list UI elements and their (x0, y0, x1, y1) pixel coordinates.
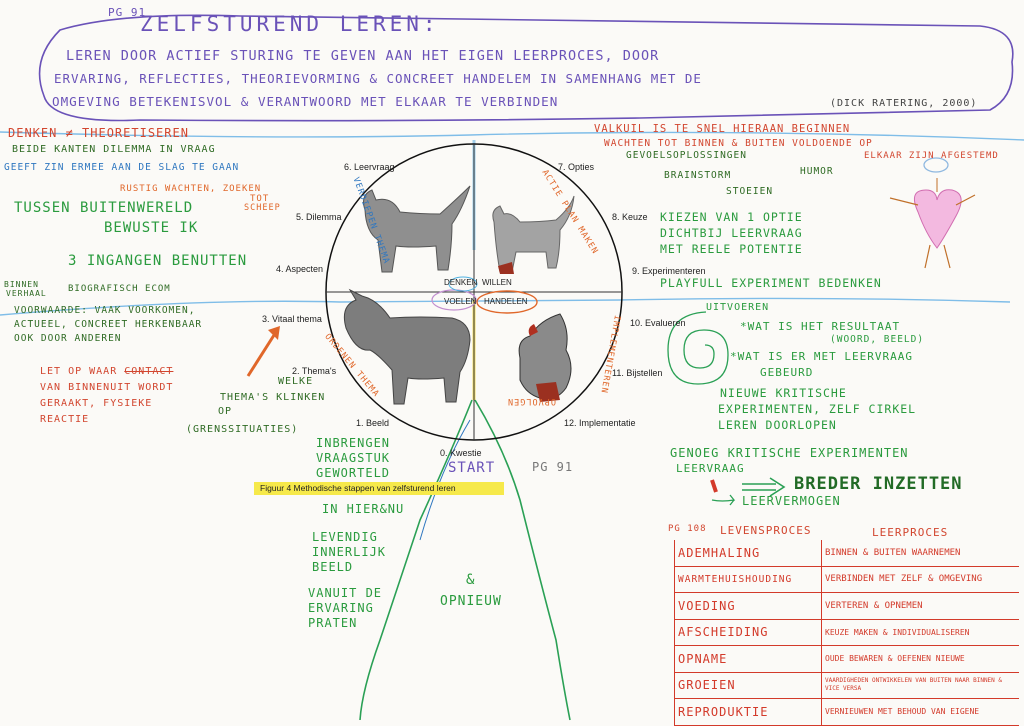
table-cell: ADEMHALING (675, 540, 822, 566)
opnieuw-label: OPNIEUW (440, 594, 502, 609)
breder-label: BREDER INZETTEN (794, 474, 963, 494)
step-1: 1. Beeld (356, 418, 389, 428)
nieuwe-line-2: EXPERIMENTEN, ZELF CIRKEL (718, 402, 916, 416)
figure-caption: Figuur 4 Methodische stappen van zelfstu… (254, 482, 504, 495)
wat-line-1: *WAT IS HET RESULTAAT (740, 320, 900, 333)
quadrant-handelen: HANDELEN (484, 297, 528, 306)
playfull-label: PLAYFULL EXPERIMENT BEDENKEN (660, 276, 882, 290)
nieuwe-line-3: LEREN DOORLOPEN (718, 418, 837, 432)
step-5: 5. Dilemma (296, 212, 342, 222)
table-cell: AFSCHEIDING (675, 619, 822, 646)
step-10: 10. Evalueren (630, 318, 686, 328)
genoeg-line-2: LEERVRAAG (676, 462, 745, 475)
wat-line-4: GEBEURD (760, 366, 813, 379)
rooster-figure-icon (519, 314, 571, 402)
step-2: 2. Thema's (292, 366, 336, 376)
valkuil-line-2: WACHTEN TOT BINNEN & BUITEN VOLDOENDE OP (604, 138, 873, 149)
table-cell: VOEDING (675, 593, 822, 620)
valkuil-line-1: VALKUIL IS TE SNEL HIERAAN BEGINNEN (594, 123, 850, 135)
wat-line-3: *WAT IS ER MET LEERVRAAG (730, 350, 913, 363)
table-cell: OUDE BEWAREN & OEFENEN NIEUWE (822, 646, 1020, 673)
quadrant-willen: WILLEN (482, 278, 512, 287)
step-9: 9. Experimenteren (632, 266, 706, 276)
kiezen-line-2: DICHTBIJ LEERVRAAG (660, 226, 803, 240)
step-6: 6. Leervraag (344, 162, 395, 172)
step-7: 7. Opties (558, 162, 594, 172)
stoeien-label: STOEIEN (726, 186, 773, 197)
nieuwe-line-1: NIEUWE KRITISCHE (720, 386, 847, 400)
table-cell: VAARDIGHEDEN ONTWIKKELEN VAN BUITEN NAAR… (822, 672, 1020, 699)
arc-label-opvolgen: OPVOLGEN (507, 396, 556, 406)
table-cell: VERTEREN & OPNEMEN (822, 593, 1020, 620)
table-cell: OPNAME (675, 646, 822, 673)
kiezen-line-3: MET REELE POTENTIE (660, 242, 803, 256)
table-page-ref: PG 108 (668, 524, 707, 534)
gevoels-label: GEVOELSOPLOSSINGEN (626, 150, 747, 161)
table-row: GROEIENVAARDIGHEDEN ONTWIKKELEN VAN BUIT… (675, 672, 1020, 699)
table-cell: GROEIEN (675, 672, 822, 699)
step-0: 0. Kwestie (440, 448, 482, 458)
table-cell: WARMTEHUISHOUDING (675, 566, 822, 593)
step-8: 8. Keuze (612, 212, 648, 222)
table-cell: KEUZE MAKEN & INDIVIDUALISEREN (822, 619, 1020, 646)
kiezen-line-1: KIEZEN VAN 1 OPTIE (660, 210, 803, 224)
uitvoeren-label: UITVOEREN (706, 302, 769, 313)
genoeg-line-1: GENOEG KRITISCHE EXPERIMENTEN (670, 446, 909, 460)
start-label: START (448, 460, 495, 476)
wat-line-2: (WOORD, BEELD) (830, 334, 924, 345)
table-cell: VERBINDEN MET ZELF & OMGEVING (822, 566, 1020, 593)
table-cell: BINNEN & BUITEN WAARNEMEN (822, 540, 1020, 566)
quadrant-denken: DENKEN (444, 278, 477, 287)
pg-91-label: PG 91 (532, 460, 573, 474)
table-row: WARMTEHUISHOUDINGVERBINDEN MET ZELF & OM… (675, 566, 1020, 593)
brainstorm-label: BRAINSTORM (664, 170, 731, 181)
table-head-right: LEERPROCES (872, 526, 948, 539)
step-11: 11. Bijstellen (612, 368, 662, 378)
vanuit-block: VANUIT DE ERVARING PRATEN (308, 586, 382, 631)
afgestemd-label: ELKAAR ZIJN AFGESTEMD (864, 151, 999, 161)
humor-label: HUMOR (800, 166, 834, 177)
table-cell: VERNIEUWEN MET BEHOUD VAN EIGENE (822, 699, 1020, 726)
levendig-block: LEVENDIG INNERLIJK BEELD (312, 530, 386, 575)
inbrengen-block: INBRENGEN VRAAGSTUK GEWORTELD (316, 436, 390, 481)
step-12: 12. Implementatie (564, 418, 636, 428)
table-head-left: LEVENSPROCES (720, 524, 811, 537)
table-cell: REPRODUKTIE (675, 699, 822, 726)
step-3: 3. Vitaal thema (262, 314, 322, 324)
step-4: 4. Aspecten (276, 264, 323, 274)
table-row: AFSCHEIDINGKEUZE MAKEN & INDIVIDUALISERE… (675, 619, 1020, 646)
table-row: OPNAMEOUDE BEWAREN & OEFENEN NIEUWE (675, 646, 1020, 673)
hiernu-label: IN HIER&NU (322, 502, 404, 516)
leervermogen-label: LEERVERMOGEN (742, 494, 841, 508)
quadrant-voelen: VOELEN (444, 297, 476, 306)
ampersand-label: & (466, 572, 475, 588)
